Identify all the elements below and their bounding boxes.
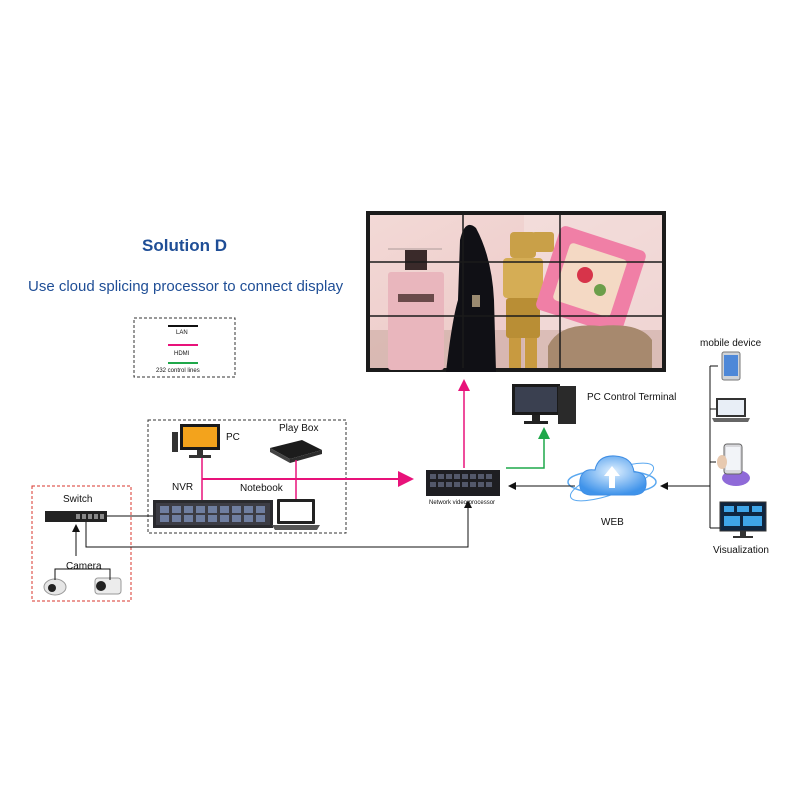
lan-connections [54, 365, 720, 580]
legend-lan-label: LAN [176, 330, 188, 336]
camera-icon [43, 577, 122, 596]
nvr-label: NVR [172, 482, 194, 493]
laptop-icon [272, 499, 320, 530]
perfume-bottle-gold [503, 258, 543, 298]
desktop-computer-icon [512, 384, 576, 424]
switch-icon [45, 511, 107, 522]
tv-box-icon [270, 440, 322, 463]
legend-control-label: 232 control lines [156, 368, 200, 374]
notebook-label: Notebook [240, 483, 283, 494]
tablet-icon [721, 351, 741, 381]
switch-label: Switch [63, 494, 93, 505]
processor-label: Network video processor [429, 500, 496, 506]
perfume-bottle-pink [388, 272, 444, 370]
processor-icon [426, 470, 500, 496]
nvr-icon [153, 500, 273, 528]
control-connections [506, 427, 550, 469]
solution-subtitle: Use cloud splicing processor to connect … [28, 278, 344, 295]
visualization-label: Visualization [713, 545, 769, 556]
laptop-icon [712, 398, 750, 422]
web-label: WEB [601, 517, 624, 528]
switch-camera-box [31, 485, 132, 602]
phone-icon [717, 443, 750, 486]
cloud-upload-icon [567, 455, 657, 502]
hdmi-connections [201, 379, 470, 500]
camera-label: Camera [66, 561, 102, 572]
video-wall [366, 211, 666, 372]
legend-hdmi-label: HDMI [174, 351, 190, 357]
pc-label: PC [226, 432, 240, 443]
mobile-device-label: mobile device [700, 338, 762, 349]
solution-title: Solution D [142, 236, 227, 255]
legend-box [133, 317, 236, 378]
pc-control-label: PC Control Terminal [587, 392, 677, 403]
dashboard-monitor-icon [719, 501, 767, 538]
play-box-label: Play Box [279, 423, 319, 434]
source-devices-box [147, 419, 347, 534]
monitor-icon [172, 424, 220, 458]
